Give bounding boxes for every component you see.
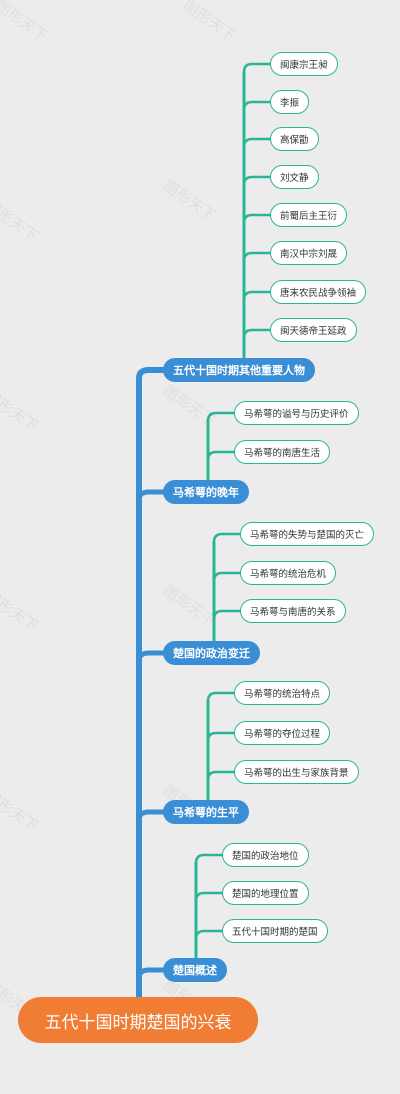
- branch-overview[interactable]: 楚国概述: [163, 958, 227, 982]
- leaf-item[interactable]: 李振: [270, 90, 310, 114]
- leaf-line: [212, 571, 242, 583]
- leaf-line: [242, 175, 272, 187]
- leaf-item[interactable]: 高保勖: [270, 127, 319, 151]
- leaf-line: [194, 929, 224, 941]
- leaf-item[interactable]: 马希萼的南唐生活: [234, 440, 331, 464]
- leaf-line: [212, 609, 242, 621]
- leaf-item[interactable]: 马希萼的出生与家族背景: [234, 760, 359, 784]
- leaf-line: [242, 251, 272, 263]
- leaf-line: [194, 891, 224, 903]
- trunk-line: [136, 367, 166, 1002]
- branch-line: [136, 809, 166, 823]
- leaf-item[interactable]: 马希萼的失势与楚国的灭亡: [240, 522, 375, 546]
- leaf-line: [242, 137, 272, 149]
- leaf-item[interactable]: 闽天德帝王延政: [270, 318, 357, 342]
- leaf-line: [242, 328, 272, 340]
- leaf-item[interactable]: 马希萼的统治危机: [240, 561, 337, 585]
- leaf-line: [242, 290, 272, 302]
- root-topic[interactable]: 五代十国时期楚国的兴衰: [18, 997, 258, 1043]
- leaf-item[interactable]: 马希萼的谥号与历史评价: [234, 401, 359, 425]
- leaf-line: [242, 213, 272, 225]
- branch-line: [136, 489, 166, 503]
- leaf-item[interactable]: 前蜀后主王衍: [270, 203, 348, 227]
- branch-biography[interactable]: 马希萼的生平: [163, 800, 249, 824]
- leaf-line: [212, 532, 242, 544]
- leaf-item[interactable]: 唐末农民战争领袖: [270, 280, 367, 304]
- branch-other-figures[interactable]: 五代十国时期其他重要人物: [163, 358, 315, 382]
- leaf-item[interactable]: 南汉中宗刘晟: [270, 241, 348, 265]
- leaf-item[interactable]: 马希萼与南唐的关系: [240, 599, 346, 623]
- leaf-line: [206, 411, 236, 423]
- branch-political-change[interactable]: 楚国的政治变迁: [163, 641, 260, 665]
- leaf-line: [206, 450, 236, 462]
- leaf-line: [242, 100, 272, 112]
- leaf-item[interactable]: 马希萼的夺位过程: [234, 721, 331, 745]
- branch-line: [136, 650, 166, 664]
- branch-late-years[interactable]: 马希萼的晚年: [163, 480, 249, 504]
- leaf-item[interactable]: 楚国的地理位置: [222, 881, 309, 905]
- leaf-line: [194, 853, 224, 865]
- leaf-item[interactable]: 闽康宗王昶: [270, 52, 338, 76]
- leaf-item[interactable]: 五代十国时期的楚国: [222, 919, 328, 943]
- leaf-item[interactable]: 楚国的政治地位: [222, 843, 309, 867]
- leaf-line: [206, 691, 236, 703]
- leaf-item[interactable]: 刘文静: [270, 165, 319, 189]
- leaf-line: [206, 770, 236, 782]
- leaf-line: [206, 731, 236, 743]
- leaf-line: [242, 62, 272, 74]
- leaf-item[interactable]: 马希萼的统治特点: [234, 681, 331, 705]
- branch-line: [136, 967, 166, 981]
